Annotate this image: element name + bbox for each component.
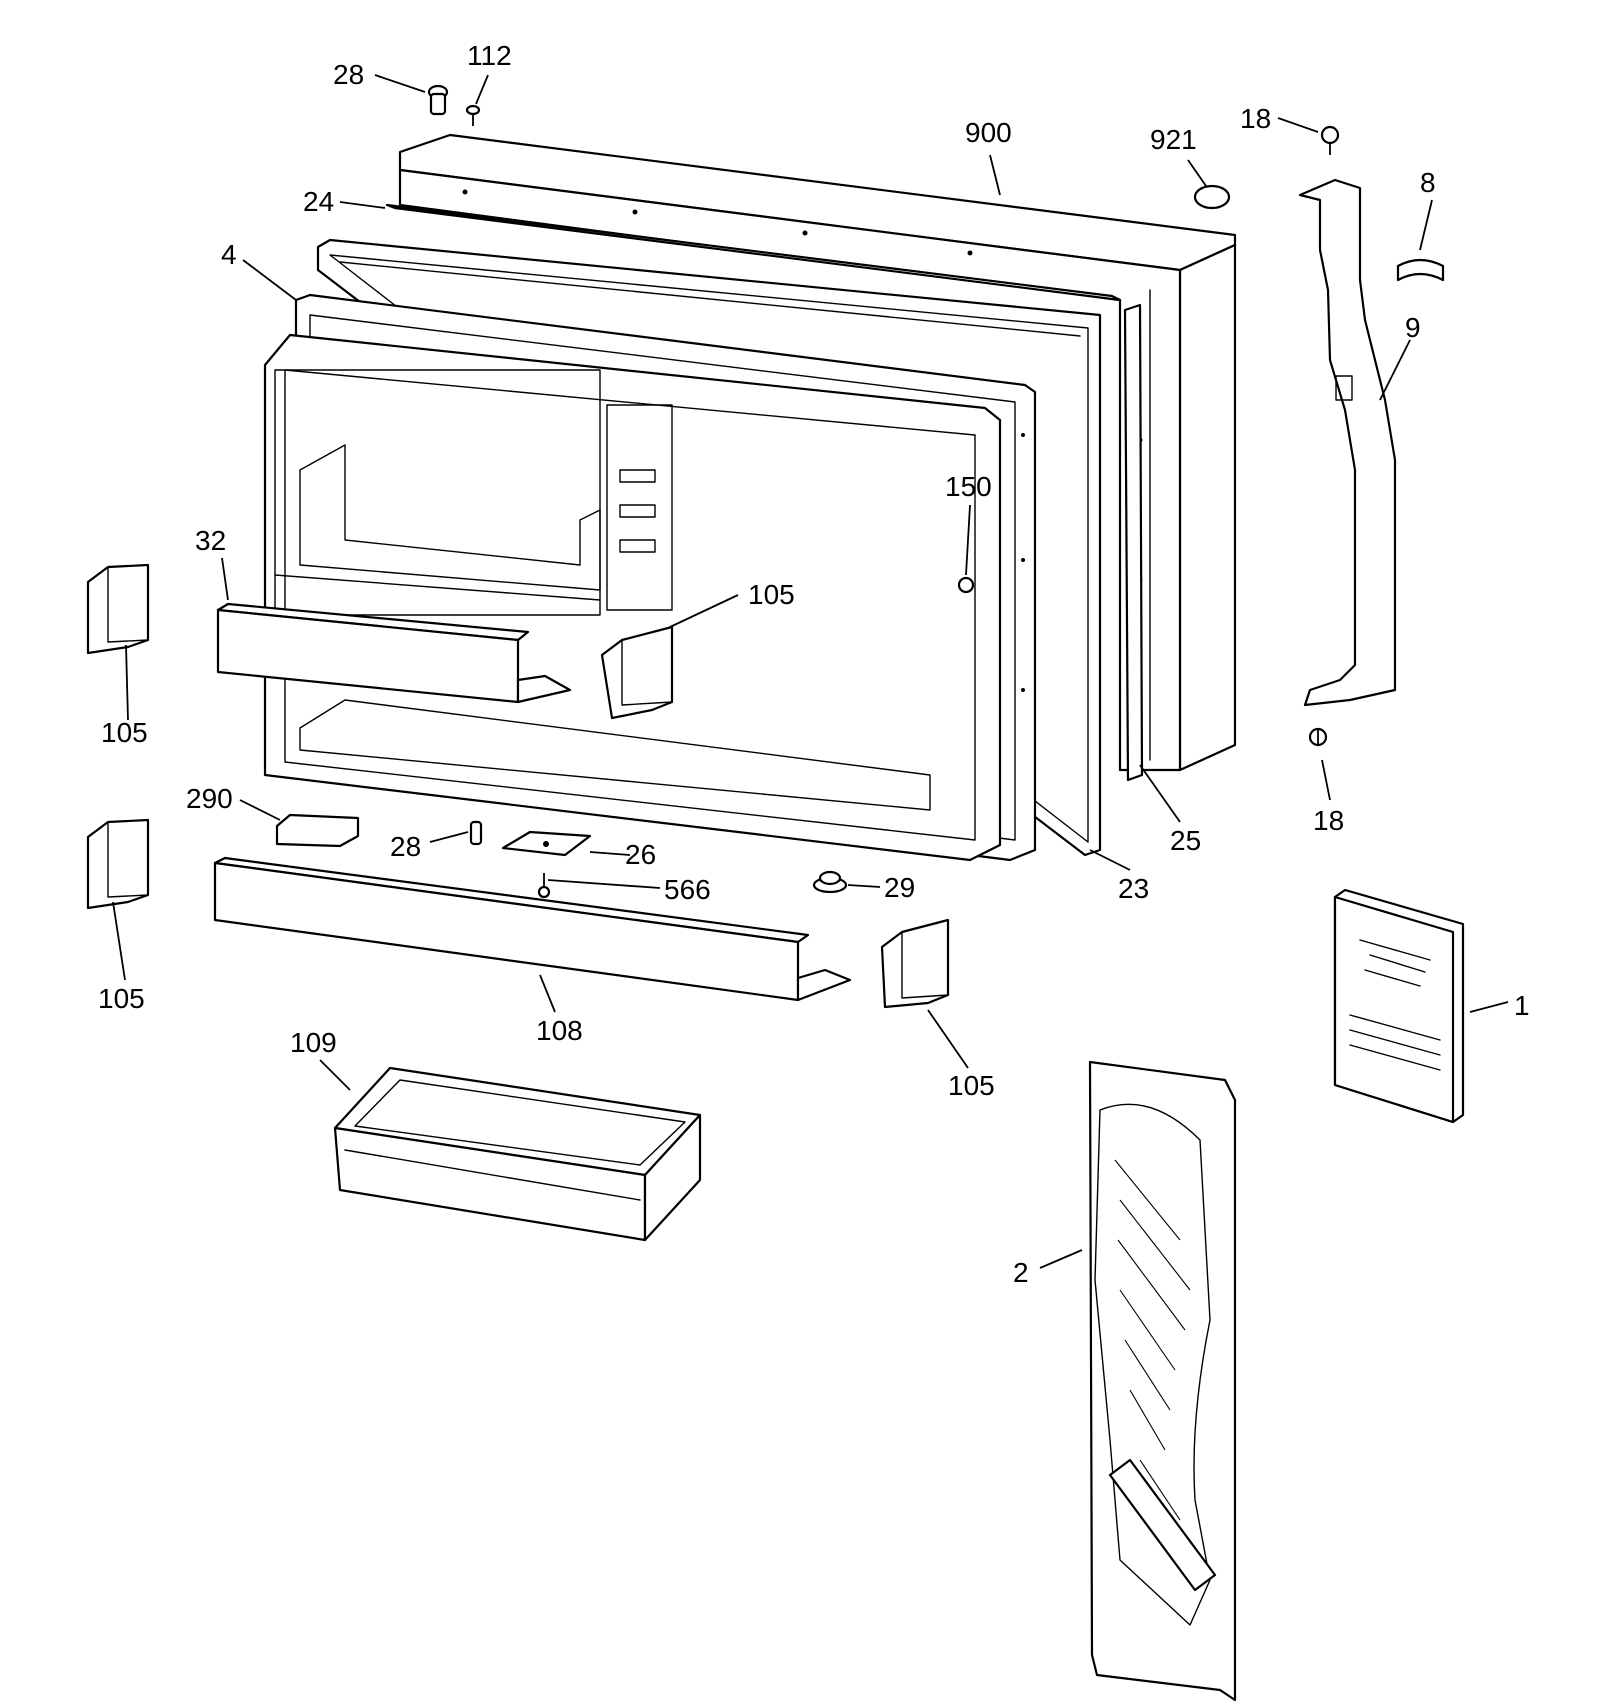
screw-566 bbox=[537, 873, 551, 899]
bracket-105-left-bot bbox=[86, 818, 150, 910]
callout-8: 8 bbox=[1420, 167, 1436, 198]
shelf-pad-290 bbox=[275, 813, 360, 848]
callout-105-right: 105 bbox=[948, 1070, 995, 1101]
inner-door-liner bbox=[263, 333, 1002, 862]
plate-26 bbox=[501, 830, 592, 857]
manual-booklet-1 bbox=[1333, 888, 1465, 1124]
callout-labels: 28 112 900 921 18 8 24 4 9 150 32 105 10… bbox=[98, 40, 1530, 1288]
screw-112 bbox=[465, 104, 481, 126]
door-bin-109 bbox=[333, 1066, 702, 1242]
peg-28-top bbox=[427, 84, 449, 116]
callout-24: 24 bbox=[303, 186, 334, 217]
callout-105-mid: 105 bbox=[748, 579, 795, 610]
bracket-105-mid bbox=[600, 625, 674, 720]
callout-18-bot: 18 bbox=[1313, 805, 1344, 836]
callout-109: 109 bbox=[290, 1027, 337, 1058]
peg-28-mid bbox=[469, 820, 483, 846]
callout-28-top: 28 bbox=[333, 59, 364, 90]
door-handle-9 bbox=[1298, 178, 1397, 707]
callout-566: 566 bbox=[664, 874, 711, 905]
clip-8 bbox=[1396, 258, 1445, 282]
callout-18-top: 18 bbox=[1240, 103, 1271, 134]
callout-9: 9 bbox=[1405, 312, 1421, 343]
callout-1: 1 bbox=[1514, 990, 1530, 1021]
shelf-bar-108 bbox=[213, 856, 852, 1002]
gasket-strip-24 bbox=[385, 203, 1122, 302]
screw-18-bot bbox=[1308, 727, 1328, 747]
shelf-bar-32 bbox=[216, 602, 572, 704]
callout-26: 26 bbox=[625, 839, 656, 870]
screw-150 bbox=[957, 576, 975, 594]
callout-108: 108 bbox=[536, 1015, 583, 1046]
callout-921: 921 bbox=[1150, 124, 1197, 155]
callout-25: 25 bbox=[1170, 825, 1201, 856]
callout-105-left-top: 105 bbox=[101, 717, 148, 748]
leader-lines bbox=[112, 74, 1509, 1269]
callout-29: 29 bbox=[884, 872, 915, 903]
callout-2: 2 bbox=[1013, 1257, 1029, 1288]
trim-strip-25 bbox=[1123, 303, 1144, 782]
callout-112: 112 bbox=[467, 40, 512, 71]
trim-panel-2 bbox=[1088, 1060, 1237, 1702]
plug-921 bbox=[1193, 184, 1231, 210]
bracket-105-left-top bbox=[86, 563, 150, 655]
callout-23: 23 bbox=[1118, 873, 1149, 904]
bracket-105-right bbox=[880, 918, 950, 1009]
callout-105-left-bot: 105 bbox=[98, 983, 145, 1014]
callout-28-mid: 28 bbox=[390, 831, 421, 862]
callout-900: 900 bbox=[965, 117, 1012, 148]
callout-150: 150 bbox=[945, 471, 992, 502]
outer-door-panel-900 bbox=[398, 133, 1237, 772]
callout-32: 32 bbox=[195, 525, 226, 556]
plug-29 bbox=[812, 870, 848, 894]
screw-18-top bbox=[1320, 125, 1340, 155]
callout-290: 290 bbox=[186, 783, 233, 814]
callout-4: 4 bbox=[221, 239, 237, 270]
